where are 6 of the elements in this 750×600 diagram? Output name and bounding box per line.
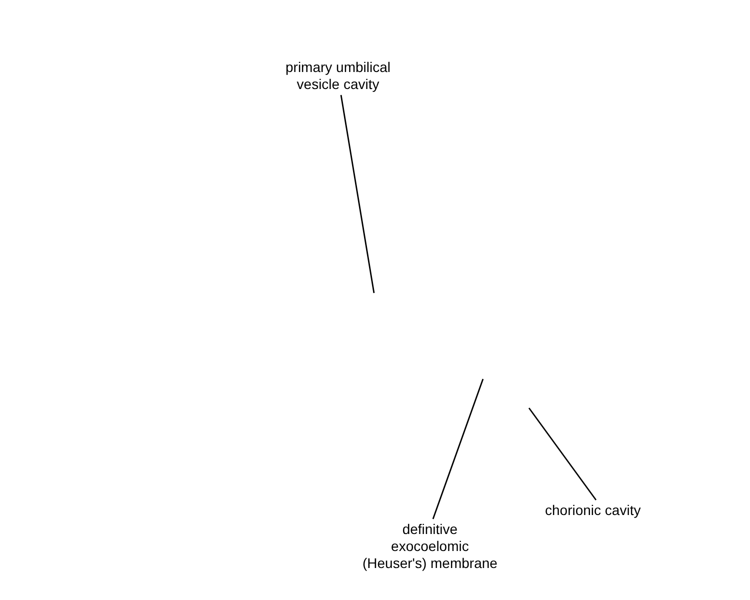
leader-line — [528, 408, 597, 500]
structure-label: primary umbilical vesicle cavity — [286, 59, 391, 93]
structure-label: definitive exocoelomic (Heuser's) membrane — [362, 521, 498, 572]
leader-line — [340, 94, 375, 294]
structure-label: chorionic cavity — [545, 502, 641, 519]
leader-line — [432, 378, 484, 520]
